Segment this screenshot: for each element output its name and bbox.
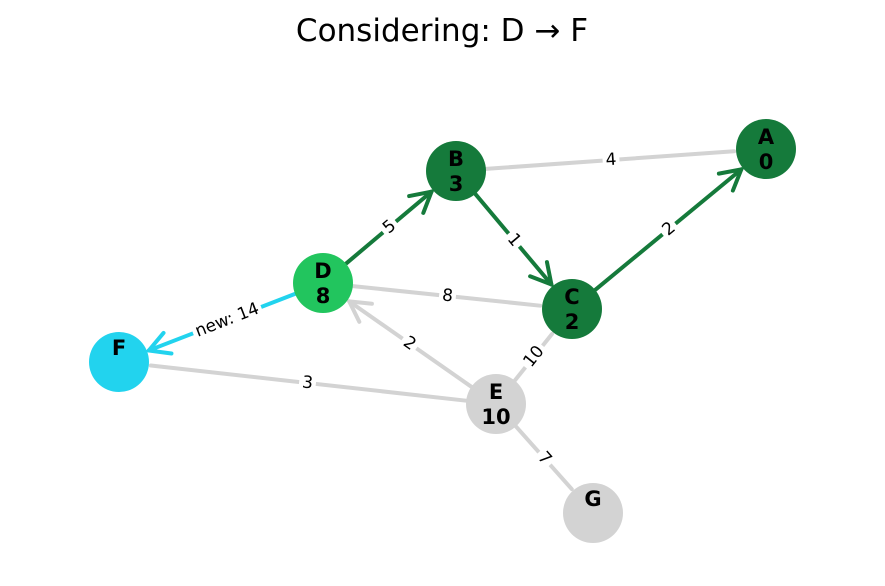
arrowhead-D-F bbox=[144, 330, 174, 356]
node-distance: 10 bbox=[481, 405, 510, 429]
edge-weight-text: 3 bbox=[301, 372, 314, 393]
node-label: F bbox=[112, 336, 126, 360]
node-circle bbox=[736, 119, 796, 179]
edge-label-D-B: 5 bbox=[375, 213, 404, 241]
edge-label-E-D: 2 bbox=[396, 329, 423, 358]
figure-title: Considering: D → F bbox=[296, 13, 588, 49]
node-C: C2 bbox=[542, 279, 602, 339]
node-circle bbox=[466, 374, 526, 434]
edge-label-background bbox=[655, 215, 683, 243]
node-distance: 0 bbox=[759, 150, 774, 174]
edge-label-background bbox=[516, 338, 552, 375]
arrowhead-E-D bbox=[345, 298, 374, 324]
edge-label-background bbox=[500, 226, 528, 254]
node-A: A0 bbox=[736, 119, 796, 179]
node-F: F bbox=[89, 332, 149, 392]
node-B: B3 bbox=[426, 141, 486, 201]
edge-weight-text: 4 bbox=[605, 150, 617, 171]
edge-label-E-G: 7 bbox=[530, 444, 559, 473]
node-circle bbox=[426, 141, 486, 201]
node-G: G bbox=[563, 483, 623, 543]
node-D: D8 bbox=[293, 253, 353, 313]
node-circle bbox=[89, 332, 149, 392]
edge-label-B-C: 1 bbox=[500, 226, 528, 254]
node-E: E10 bbox=[466, 374, 526, 434]
edge-label-C-A: 2 bbox=[655, 215, 683, 243]
node-label: B bbox=[448, 147, 464, 171]
node-label: D bbox=[314, 259, 331, 283]
edge-labels-layer: 4 1 2 5 8 2 10 3 7 new: 14 bbox=[189, 148, 683, 473]
node-circle bbox=[293, 253, 353, 313]
arrowhead-C-A bbox=[716, 166, 745, 193]
edge-label-B-A: 4 bbox=[601, 148, 621, 172]
edge-weight-text: 8 bbox=[441, 285, 454, 306]
edge-weight-text: new: 14 bbox=[192, 299, 262, 342]
edge-label-E-F: 3 bbox=[297, 371, 318, 395]
edge-label-background bbox=[437, 284, 458, 308]
node-label: A bbox=[758, 125, 775, 149]
edge-label-D-C: 8 bbox=[437, 284, 458, 308]
edge-label-background bbox=[396, 329, 423, 358]
node-label: E bbox=[489, 380, 503, 404]
node-label: C bbox=[564, 285, 579, 309]
edge-label-background bbox=[297, 371, 318, 395]
edge-label-background bbox=[375, 213, 404, 241]
node-circle bbox=[563, 483, 623, 543]
node-distance: 3 bbox=[449, 172, 464, 196]
node-label: G bbox=[584, 487, 601, 511]
edge-label-background bbox=[189, 296, 266, 344]
arrowhead-D-B bbox=[407, 188, 435, 215]
node-circle bbox=[542, 279, 602, 339]
arrowhead-B-C bbox=[528, 260, 555, 288]
edge-label-background bbox=[530, 444, 559, 473]
node-distance: 2 bbox=[565, 310, 580, 334]
edge-label-D-F: new: 14 bbox=[189, 296, 266, 344]
edge-label-background bbox=[601, 148, 621, 172]
node-distance: 8 bbox=[316, 284, 331, 308]
